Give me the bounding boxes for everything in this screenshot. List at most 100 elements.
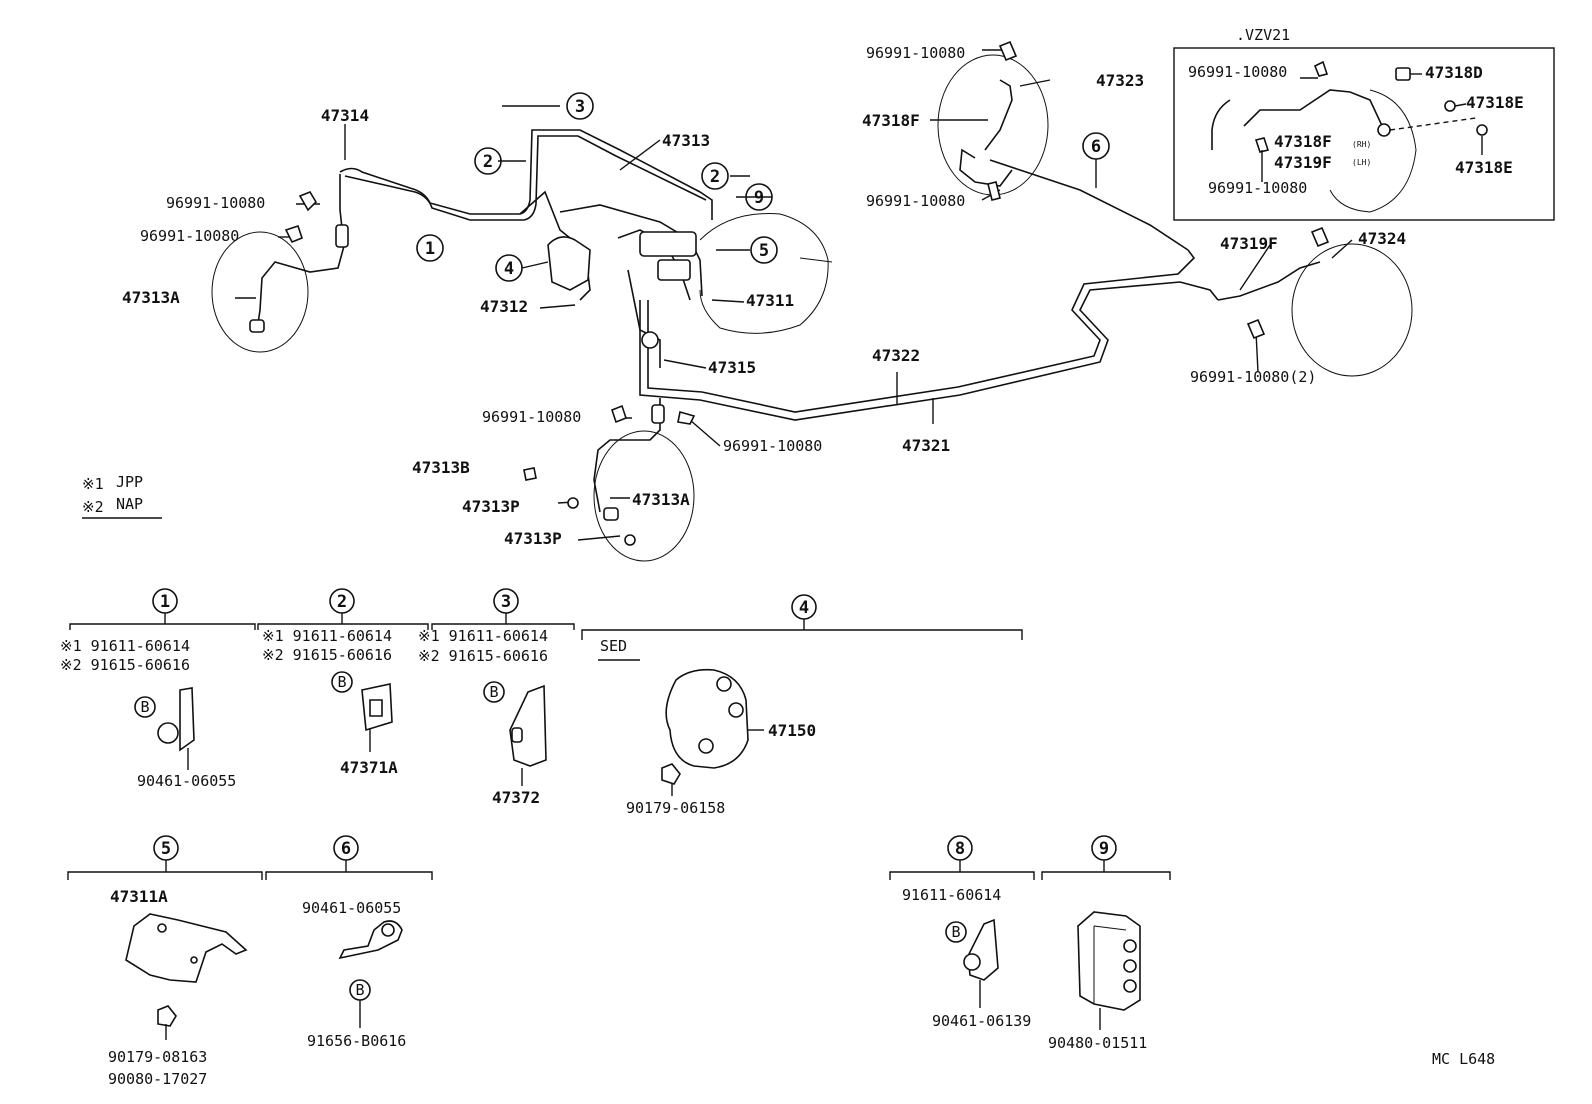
- bolt-b-icon: B: [355, 981, 364, 999]
- label-47324: 47324: [1358, 229, 1406, 248]
- detail-group-9: 9 90480-01511: [1041, 835, 1171, 1052]
- rear-hose-fitting: [651, 404, 665, 424]
- inset-clip-2: 96991-10080: [1208, 179, 1307, 197]
- label-clip-4: 96991-10080: [723, 437, 822, 455]
- inset-47318E-2: 47318E: [1455, 158, 1513, 177]
- inset-clip-icon: [1313, 60, 1329, 77]
- legend-nap-mark: ※2: [82, 498, 104, 516]
- label-47321: 47321: [902, 436, 950, 455]
- brake-booster: [699, 213, 829, 334]
- label-clip-1: 96991-10080: [166, 194, 265, 212]
- inset-47319F: 47319F: [1274, 153, 1332, 172]
- inset-lh: (LH): [1352, 158, 1371, 167]
- ref-circle-3[interactable]: 3: [566, 92, 594, 120]
- inset-clip-icon-2: [1254, 137, 1270, 153]
- ref-label: 9: [754, 188, 764, 208]
- g3-part: 47372: [492, 788, 540, 807]
- clip-icons: [284, 40, 1330, 546]
- g8-part: 90461-06139: [932, 1012, 1031, 1030]
- g5-part: 47311A: [110, 887, 168, 906]
- label-47312: 47312: [480, 297, 528, 316]
- g9-part: 90480-01511: [1048, 1034, 1147, 1052]
- ref-circle-2a[interactable]: 2: [474, 147, 502, 175]
- rear-fitting: [603, 507, 619, 521]
- group-num: 8: [955, 839, 965, 859]
- group-num: 1: [160, 592, 170, 612]
- ref-circle-4[interactable]: 4: [495, 254, 523, 282]
- ref-circle-1[interactable]: 1: [416, 234, 444, 262]
- ref-label: 4: [504, 259, 514, 279]
- vzv21-inset: .VZV21 96991-10080 96991-10080 47318D 47…: [1173, 26, 1555, 221]
- label-clip-2: 96991-10080: [140, 227, 239, 245]
- label-clip-3: 96991-10080: [482, 408, 581, 426]
- footer-code: MC L648: [1432, 1050, 1495, 1068]
- leader-lines: [235, 49, 1353, 541]
- inset-47318E-1: 47318E: [1466, 93, 1524, 112]
- bolt-b-icon: B: [951, 923, 960, 941]
- g8-line1: 91611-60614: [902, 886, 1001, 904]
- inset-47318D: 47318D: [1425, 63, 1483, 82]
- label-47313A-top: 47313A: [122, 288, 180, 307]
- group-num: 2: [337, 592, 347, 612]
- label-47313A-bottom: 47313A: [632, 490, 690, 509]
- g2-line1: ※1 91611-60614: [262, 627, 392, 645]
- legend-jpp: JPP: [116, 473, 143, 491]
- group-num: 3: [501, 592, 511, 612]
- ref-label: 6: [1091, 137, 1101, 157]
- ref-circle-2b[interactable]: 2: [701, 162, 729, 190]
- label-47318F: 47318F: [862, 111, 920, 130]
- flex-hose-fitting: [335, 224, 349, 248]
- rear-right-hub: [1291, 243, 1413, 377]
- bracket-shape: [125, 913, 248, 983]
- group-num: 5: [161, 839, 171, 859]
- detail-group-4: 4 SED 47150 90179-06158: [581, 594, 1023, 817]
- front-left-hub: [211, 231, 309, 353]
- label-47311: 47311: [746, 291, 794, 310]
- label-47322: 47322: [872, 346, 920, 365]
- ref-label: 1: [425, 239, 435, 259]
- detail-group-8: 8 91611-60614 B 90461-06139: [889, 835, 1035, 1030]
- label-47314: 47314: [321, 106, 369, 125]
- ref-label: 2: [710, 167, 720, 187]
- proportioning-valve-assembly: [547, 236, 591, 291]
- detail-group-2: 2 ※1 91611-60614 ※2 91615-60616 B 47371A: [257, 588, 429, 777]
- inset-clip: 96991-10080: [1188, 63, 1287, 81]
- ref-label: 2: [483, 152, 493, 172]
- bolt-b-icon: B: [337, 673, 346, 691]
- label-47313: 47313: [662, 131, 710, 150]
- detail-group-3: 3 ※1 91611-60614 ※2 91615-60616 B 47372: [418, 588, 575, 807]
- g6-part: 90461-06055: [302, 899, 401, 917]
- g5-nut1: 90179-08163: [108, 1048, 207, 1066]
- detail-group-6: 6 90461-06055 B 91656-B0616: [265, 835, 433, 1050]
- g1-line2: ※2 91615-60616: [60, 656, 190, 674]
- ref-circle-5[interactable]: 5: [750, 236, 778, 264]
- g2-line2: ※2 91615-60616: [262, 646, 392, 664]
- inset-bleeder: [1395, 67, 1411, 81]
- g4-bolt: 90179-06158: [626, 799, 725, 817]
- g1-part: 90461-06055: [137, 772, 236, 790]
- label-47319F: 47319F: [1220, 234, 1278, 253]
- g3-line1: ※1 91611-60614: [418, 627, 548, 645]
- legend: ※1 JPP ※2 NAP: [82, 473, 162, 519]
- bolt-b-icon: B: [140, 698, 149, 716]
- label-clip-7: 96991-10080(2): [1190, 368, 1316, 386]
- g5-nut2: 90080-17027: [108, 1070, 207, 1088]
- label-47313B: 47313B: [412, 458, 470, 477]
- g3-line2: ※2 91615-60616: [418, 647, 548, 665]
- ref-circle-6[interactable]: 6: [1082, 132, 1110, 160]
- g4-part: 47150: [768, 721, 816, 740]
- label-47315: 47315: [708, 358, 756, 377]
- g4-sed: SED: [600, 637, 627, 655]
- proportioning-valve: [665, 668, 749, 769]
- rear-left-hub: [593, 430, 695, 562]
- bolt-b-icon: B: [489, 683, 498, 701]
- inset-47318F: 47318F: [1274, 132, 1332, 151]
- g1-line1: ※1 91611-60614: [60, 637, 190, 655]
- g2-part: 47371A: [340, 758, 398, 777]
- ref-label: 3: [575, 97, 585, 117]
- label-47323: 47323: [1096, 71, 1144, 90]
- label-clip-5: 96991-10080: [866, 44, 965, 62]
- detail-group-1: 1 ※1 91611-60614 ※2 91615-60616 B 90461-…: [60, 588, 256, 790]
- inset-rh: (RH): [1352, 140, 1371, 149]
